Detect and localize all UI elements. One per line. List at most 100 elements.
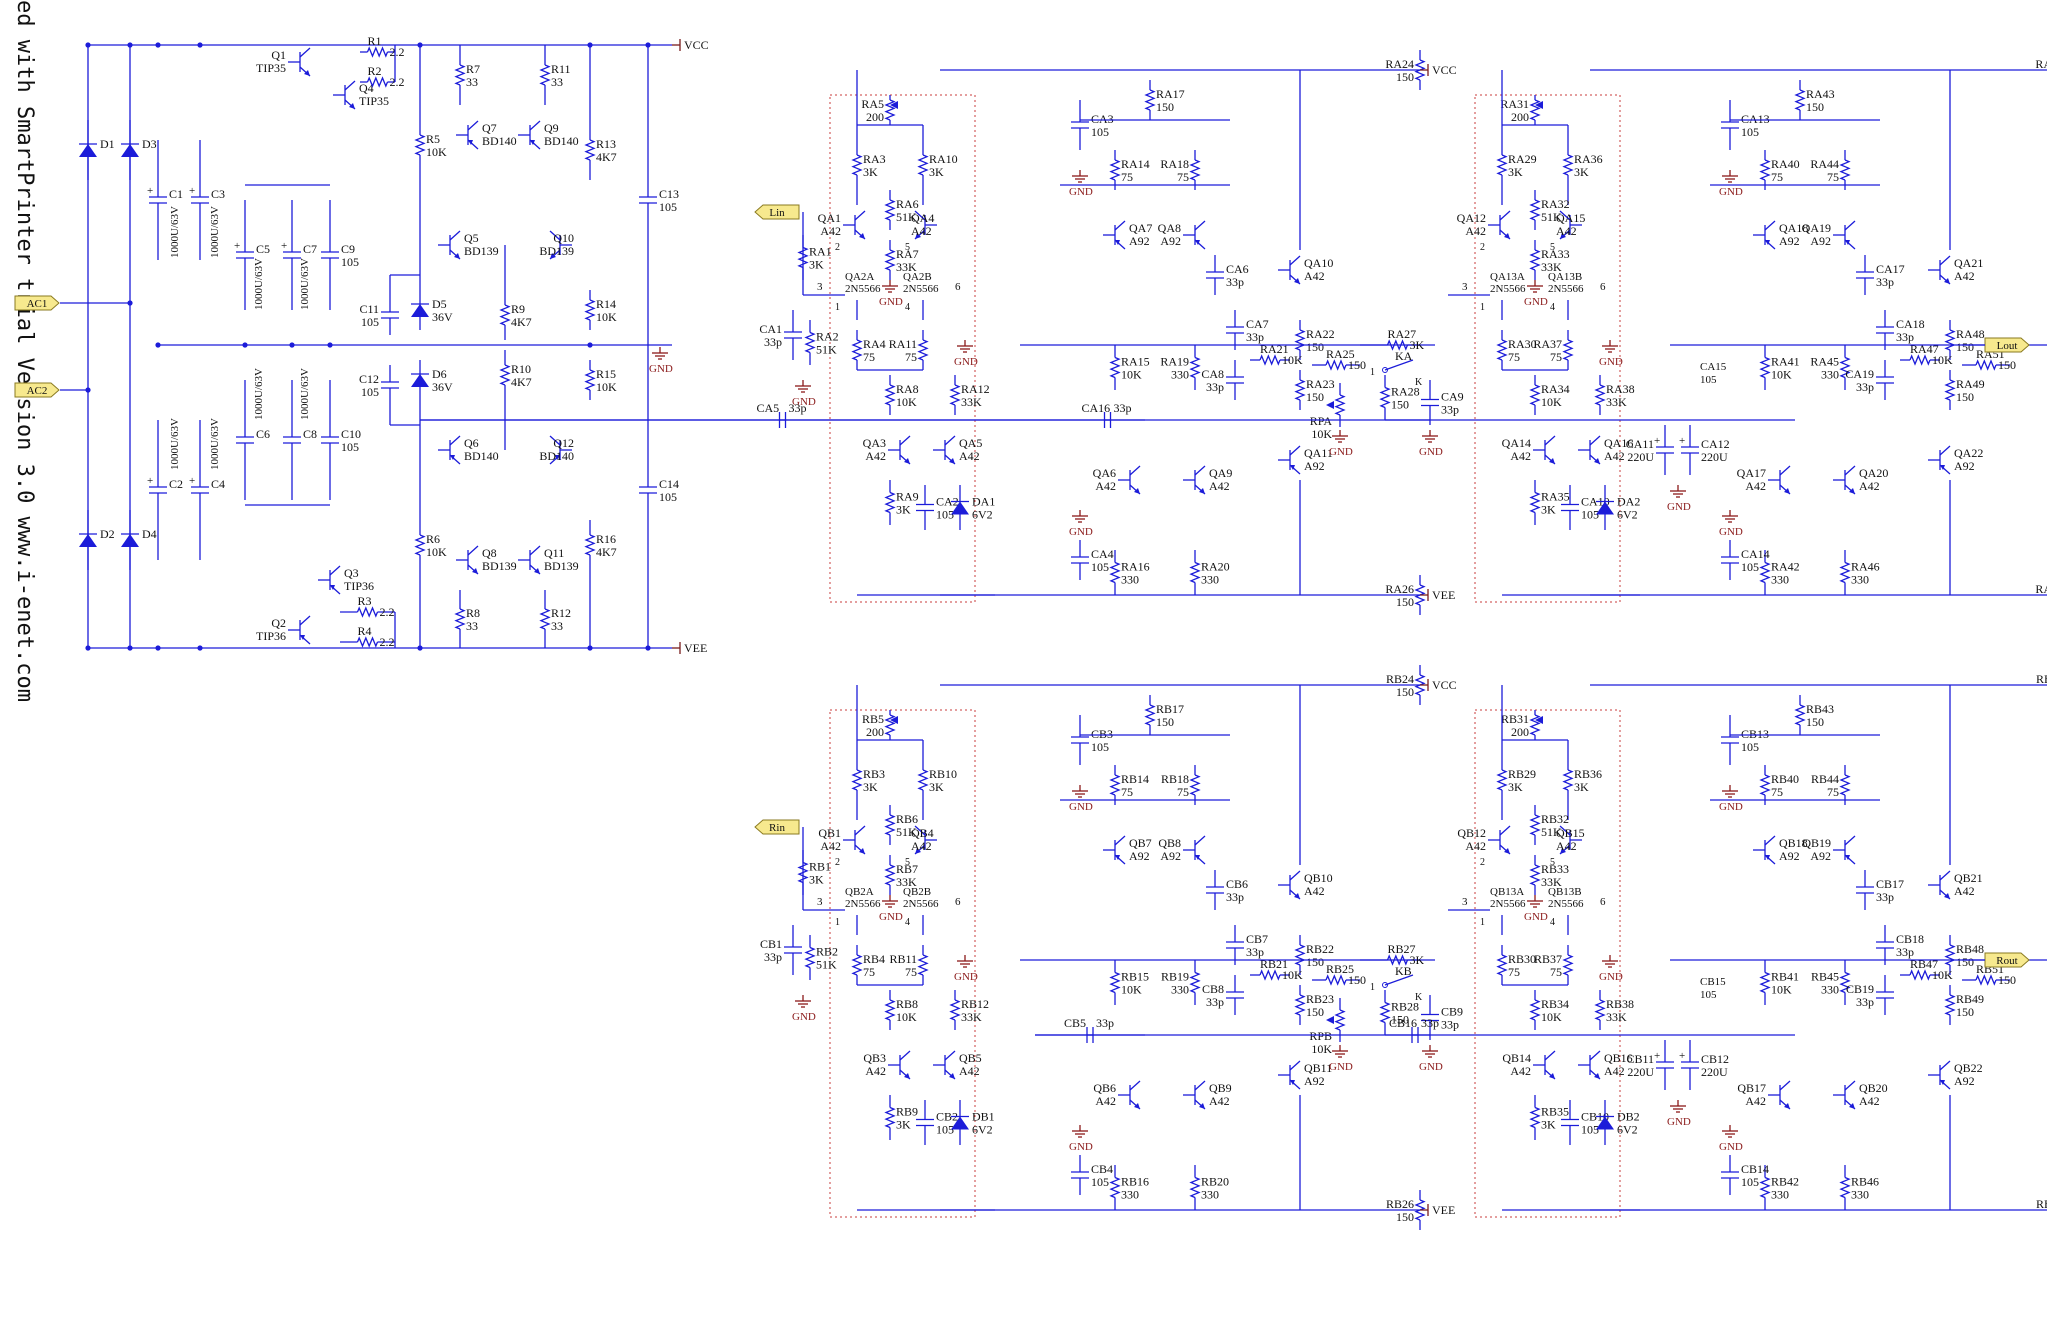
transistor-ref: Q8 <box>482 546 497 560</box>
wire <box>344 80 356 91</box>
resistor-ref: RB48 <box>1956 942 1984 956</box>
wire <box>1496 954 1508 976</box>
wire <box>1189 159 1201 181</box>
resistor-value: 330 <box>1851 573 1869 587</box>
resistor-value: 150 <box>1391 398 1409 412</box>
wire <box>917 154 929 176</box>
junction-dot <box>127 300 133 306</box>
wire <box>1975 974 1997 986</box>
wire <box>1794 704 1806 726</box>
gnd-label: GND <box>879 296 903 308</box>
wire <box>797 861 809 884</box>
arrow <box>300 635 305 640</box>
transistor-ref: QB5 <box>959 1051 982 1065</box>
pin-number: 1 <box>835 917 840 928</box>
resistor-ref: RA4 <box>863 337 886 351</box>
wire <box>884 99 896 121</box>
wire <box>539 64 551 86</box>
transistor-ref: QB11 <box>1304 1061 1332 1075</box>
resistor-ref: RA50 <box>2035 57 2047 71</box>
transistor-type: BD139 <box>539 244 574 258</box>
resistor-ref: RB28 <box>1391 1000 1419 1014</box>
capacitor: +C5 <box>234 200 270 310</box>
wire <box>1109 159 1121 181</box>
wire <box>884 864 896 886</box>
transistor-ref: QA11 <box>1304 446 1333 460</box>
arrow <box>1845 855 1850 860</box>
resistor-value: 150 <box>1956 390 1974 404</box>
capacitor-ref: CA5 <box>757 401 780 415</box>
port-flag <box>14 295 60 311</box>
transistor-type: TIP36 <box>344 579 374 593</box>
port-label: Lout <box>1997 340 2018 352</box>
port-label: Rin <box>769 822 785 834</box>
transistor-ref: QA12 <box>1457 211 1486 225</box>
rail-label: VCC <box>1432 63 1457 77</box>
wire <box>1529 99 1541 121</box>
capacitor-ref: CA3 <box>1091 112 1114 126</box>
ground-icon: GND <box>1069 510 1093 538</box>
wire <box>1975 359 1997 371</box>
diode-ref: DA1 <box>972 495 995 509</box>
arrow <box>530 140 535 145</box>
diode-body <box>1596 501 1614 515</box>
resistor-ref: RA36 <box>1574 152 1603 166</box>
transistor-type: A42 <box>1209 1094 1230 1108</box>
wire <box>1839 159 1851 181</box>
resistor-ref: RA25 <box>1326 347 1355 361</box>
wire <box>1544 1050 1556 1061</box>
fet-ref: QB13A <box>1490 886 1524 898</box>
junction-dot <box>242 342 248 348</box>
capacitor-ref: C11 <box>359 302 379 316</box>
resistor-ref: RB11 <box>889 952 917 966</box>
resistor-ref: RA40 <box>1771 157 1800 171</box>
capacitor-ref: C14 <box>659 477 679 491</box>
resistor-value: 4K7 <box>596 150 617 164</box>
junction-dot <box>289 342 295 348</box>
wire <box>1294 329 1306 351</box>
transistor-ref: QA10 <box>1304 256 1333 270</box>
resistor-ref: R7 <box>466 62 480 76</box>
resistor-ref: RA8 <box>896 382 919 396</box>
arrow <box>1560 233 1566 239</box>
resistor <box>1334 998 1346 1042</box>
resistor-ref: RB22 <box>1306 942 1334 956</box>
wire <box>1109 971 1121 994</box>
wire <box>1759 971 1771 994</box>
wire <box>944 1050 956 1061</box>
resistor <box>1334 383 1346 427</box>
diode-value: 36V <box>432 380 453 394</box>
junction-dot <box>85 645 91 651</box>
capacitor-value: 105 <box>1741 125 1759 139</box>
resistor-value: 150 <box>1998 358 2016 372</box>
wire <box>1944 329 1956 351</box>
resistor-value: 51K <box>816 958 837 972</box>
resistor-value: 150 <box>1396 70 1414 84</box>
wire <box>1759 1176 1771 1199</box>
pin-number: 1 <box>1370 982 1375 993</box>
arrow <box>1134 488 1140 494</box>
pin-number: 6 <box>1600 896 1606 908</box>
wire <box>454 608 466 630</box>
